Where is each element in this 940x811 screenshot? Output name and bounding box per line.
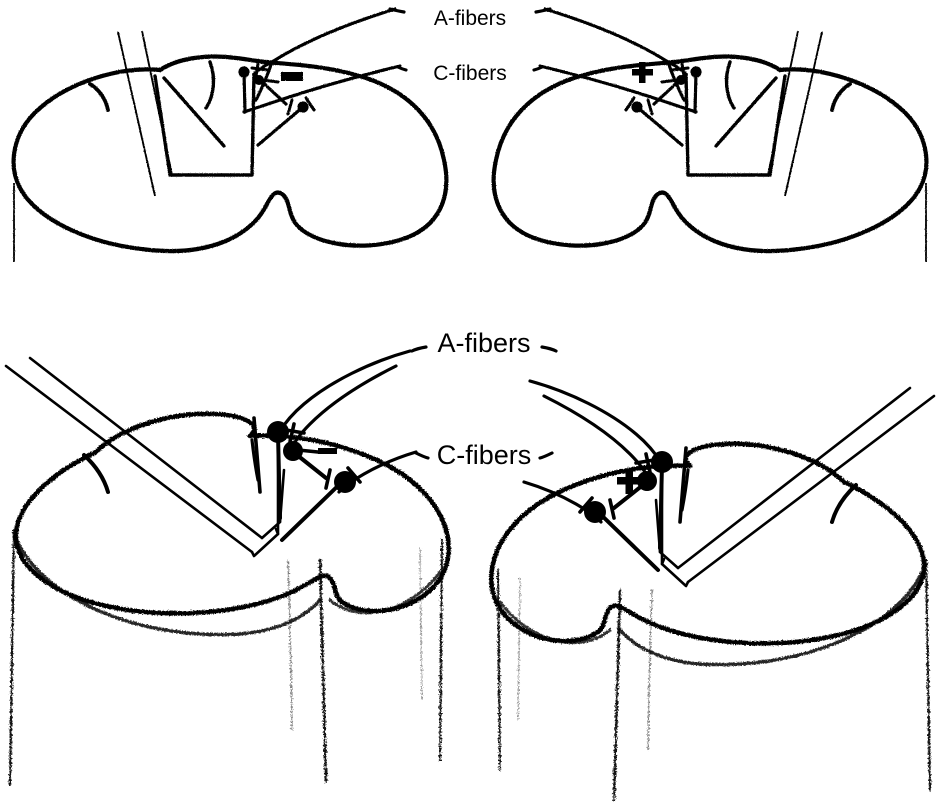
synapse-terminal-3-bottom-right [578, 496, 616, 520]
dorsal-horn-top-left [157, 54, 271, 73]
cylinder-center-seam-bottom-right [612, 588, 622, 802]
neuron-dot-1-top-left [238, 66, 250, 78]
circuit-axon-2-top-left [257, 77, 288, 106]
electrode-line-2-top-right [767, 30, 799, 176]
grey-matter-v-inner-bottom-left [250, 438, 260, 482]
neuron-dot-3-top-left [297, 101, 309, 113]
cylinder-center-seam-bottom-left [318, 558, 328, 784]
circuit-axon-1-top-right [693, 70, 698, 114]
circuit-axon-2-top-right [652, 77, 683, 106]
electrode-inner-bottom-right [676, 386, 912, 570]
circuit-axon-1-bottom-left [276, 432, 282, 520]
panel-top-right [491, 7, 929, 262]
cylinder-left-wall-bottom-left [8, 528, 16, 787]
grey-matter-v-inner-bottom-right [680, 468, 690, 512]
synapse-terminal-1-top-left [250, 62, 270, 78]
panel-bottom-right [488, 379, 936, 802]
synapse-terminal-2-top-right [660, 78, 680, 84]
leader-c-fibers-top-left [396, 65, 408, 72]
electrode-outer-bottom-right [686, 394, 936, 584]
lateral-notch-bottom-right [830, 483, 858, 524]
leader-c-fibers-bottom-right [538, 451, 554, 460]
circuit-axon-3-top-right [635, 105, 684, 147]
a-fiber-line-bottom-left [276, 349, 412, 436]
label-c-fibers-top: C-fibers [433, 62, 507, 85]
synapse-terminal-3-top-left [286, 96, 316, 116]
panel-top-left [11, 7, 449, 262]
interior-mark-b-top-left [162, 76, 226, 148]
a-fiber-line-bottom-right [528, 379, 664, 466]
excitatory-sign-top-right [632, 62, 653, 83]
cord-top-surface-bottom-left [13, 433, 452, 616]
cord-outline-top-left [11, 59, 449, 254]
neuron-dot-2-bottom-left [283, 441, 303, 461]
circuit-axon-3-top-left [256, 105, 305, 147]
cylinder-bottom-edge-bottom-left [12, 532, 322, 637]
label-a-fibers-top: A-fibers [434, 7, 506, 30]
neuron-dot-3-top-right [631, 101, 643, 113]
c-fiber-line-top-left [242, 64, 402, 114]
cylinder-left-wall-bottom-right [924, 558, 932, 792]
neuron-dot-1-bottom-left [267, 421, 289, 443]
cylinder-seam-faint2-bottom-right [517, 577, 521, 721]
electrode-line-1-top-left [117, 31, 156, 197]
interior-mark-a-top-right [724, 60, 736, 110]
inhibitory-sign-top-left [281, 72, 303, 81]
cylinder-seam-faint-bottom-right [647, 589, 653, 751]
interior-mark-b-top-right [714, 76, 778, 148]
circuit-axon-1-top-left [242, 70, 247, 114]
dorsal-horn-top-right [669, 54, 783, 73]
leader-a-fibers-top-right [534, 7, 552, 14]
cord-outline-top-right [491, 59, 929, 254]
leader-c-fibers-bottom-left [414, 451, 430, 460]
cylinder-bottom-edge-bottom-right [618, 562, 928, 667]
panel-bottom-left [4, 349, 452, 787]
grey-matter-v-bottom-left [252, 416, 262, 494]
c-fiber-line-top-right [538, 64, 698, 114]
synapse-terminal-2-top-left [260, 78, 280, 84]
lateral-notch-top-left [88, 82, 110, 112]
cord-top-surface-bottom-right [488, 463, 927, 646]
neuron-dot-2-bottom-right [637, 471, 657, 491]
cylinder-seam-faint-bottom-left [287, 559, 293, 731]
cylinder-seam-faint2-bottom-left [419, 547, 423, 701]
synapse-terminal-1-bottom-right [634, 452, 656, 474]
neuron-dot-1-bottom-right [651, 451, 673, 473]
synapse-terminal-1-top-right [670, 62, 690, 78]
grey-matter-v-bottom-right [678, 446, 688, 524]
inhibitory-sign-bottom-left [318, 448, 337, 454]
electrode-outer-bottom-left [4, 364, 254, 554]
electrode-line-2-top-left [141, 30, 173, 176]
neuron-dot-2-top-left [254, 75, 264, 85]
label-a-fibers-bottom: A-fibers [437, 328, 530, 358]
leader-a-fibers-bottom-right [540, 345, 558, 353]
cylinder-bottom-edge-right-bottom-right [498, 600, 612, 645]
leader-a-fibers-top-left [388, 7, 406, 14]
cylinder-bottom-edge-right-bottom-left [328, 570, 442, 615]
leader-c-fibers-top-right [532, 65, 544, 72]
electrode-inner-bottom-left [28, 356, 264, 540]
lateral-notch-top-right [830, 82, 852, 112]
leader-a-fibers-bottom-left [410, 345, 428, 353]
label-c-fibers-bottom: C-fibers [437, 440, 532, 470]
electrode-line-1-top-right [784, 31, 823, 197]
circuit-axon-3-bottom-right [593, 507, 660, 572]
circuit-axon-3-bottom-left [280, 477, 347, 542]
neuron-dot-3-bottom-left [334, 471, 356, 493]
lateral-notch-bottom-left [82, 453, 110, 494]
synapse-terminal-3-bottom-left [324, 466, 362, 490]
neuron-dot-2-top-right [676, 75, 686, 85]
circuit-axon-1-bottom-right [658, 462, 664, 550]
neuron-dot-1-top-right [690, 66, 702, 78]
synapse-terminal-1-bottom-left [284, 422, 306, 444]
excitatory-sign-bottom-right [617, 469, 642, 494]
synapse-terminal-3-top-right [624, 96, 654, 116]
neuron-dot-3-bottom-right [584, 501, 606, 523]
interior-mark-a-top-left [204, 60, 216, 110]
